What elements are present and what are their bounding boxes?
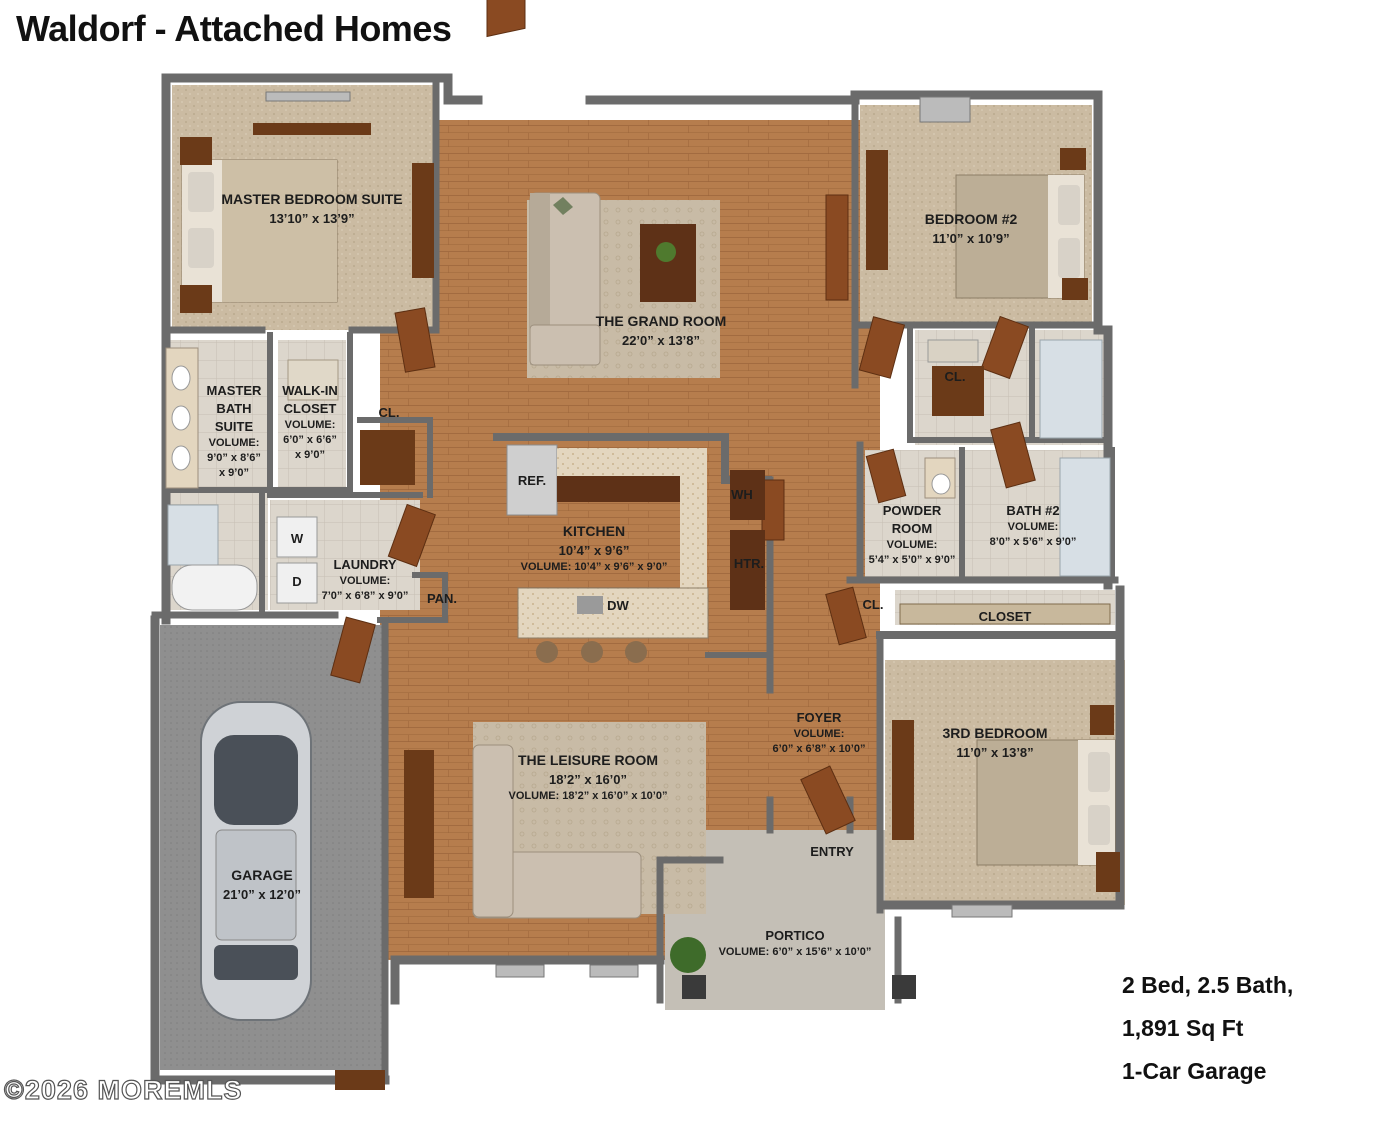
home-summary: 2 Bed, 2.5 Bath, 1,891 Sq Ft 1-Car Garag… [1122, 964, 1293, 1093]
bedroom3-label: 3RD BEDROOM 11’0” x 13’8” [942, 724, 1047, 762]
room-volume: VOLUME: [208, 437, 260, 449]
htr-label: HTR. [733, 556, 765, 571]
furniture [165, 91, 1120, 1090]
room-volume: 9’0” x 8’6” [207, 452, 261, 464]
room-name: MASTER BEDROOM SUITE [221, 191, 403, 207]
room-volume: 8’0” x 5’6” x 9’0” [989, 536, 1077, 548]
room-name: THE GRAND ROOM [595, 313, 727, 329]
bath2-label: BATH #2 VOLUME: 8’0” x 5’6” x 9’0” [990, 502, 1077, 550]
room-dims: 10’4” x 9’6” [558, 543, 630, 558]
room-volume: 5’4” x 5’0” x 9’0” [868, 554, 956, 566]
room-name: THE LEISURE ROOM [517, 752, 658, 768]
foyer-label: FOYER VOLUME: 6’0” x 6’8” x 10’0” [773, 709, 866, 757]
copyright-watermark: ©2026 MOREMLS [3, 1074, 243, 1105]
room-volume: x 9’0” [295, 449, 325, 461]
room-dims: 22’0” x 13’8” [621, 333, 701, 348]
summary-sqft: 1,891 Sq Ft [1122, 1015, 1244, 1041]
room-name-line: ROOM [891, 521, 933, 536]
grand-room-label: THE GRAND ROOM 22’0” x 13’8” [596, 312, 727, 350]
closet-label-3: CL. [862, 597, 884, 612]
room-volume: 6’0” x 6’6” [283, 434, 337, 446]
fridge-label: REF. [517, 473, 547, 488]
room-name-line: POWDER [882, 503, 942, 518]
room-name-line: BATH [216, 401, 252, 416]
room-volume: VOLUME: [284, 419, 336, 431]
room-dims: 11’0” x 13’8” [956, 745, 1034, 760]
room-volume: VOLUME: [339, 575, 391, 587]
room-dims: 21’0” x 12’0” [222, 887, 302, 902]
laundry-label: LAUNDRY VOLUME: 7’0” x 6’8” x 9’0” [322, 556, 409, 604]
room-volume: 6’0” x 6’8” x 10’0” [772, 743, 866, 755]
room-volume: VOLUME: [1007, 521, 1059, 533]
room-dims: 18’2” x 16’0” [548, 772, 628, 787]
bedroom2-label: BEDROOM #2 11’0” x 10’9” [925, 210, 1018, 248]
garage-label: GARAGE 21’0” x 12’0” [223, 866, 301, 904]
closet-label-4: CLOSET [978, 609, 1032, 624]
master-bedroom-label: MASTER BEDROOM SUITE 13’10” x 13’9” [221, 190, 402, 228]
room-dims: 11’0” x 10’9” [932, 231, 1010, 246]
room-volume: VOLUME: 18’2” x 16’0” x 10’0” [508, 790, 668, 802]
room-name: BEDROOM #2 [924, 211, 1018, 227]
room-name: GARAGE [231, 867, 293, 883]
summary-garage: 1-Car Garage [1122, 1058, 1267, 1084]
leisure-room-label: THE LEISURE ROOM 18’2” x 16’0” VOLUME: 1… [509, 751, 668, 804]
closet-label-2: CL. [944, 369, 966, 384]
room-name-line: SUITE [214, 419, 254, 434]
pantry-label: PAN. [426, 591, 458, 606]
room-name-line: WALK-IN [282, 383, 338, 398]
room-volume: VOLUME: 6’0” x 15’6” x 10’0” [718, 946, 872, 958]
room-name: BATH #2 [1006, 503, 1060, 518]
room-volume: VOLUME: [886, 539, 938, 551]
entry-label: ENTRY [810, 844, 854, 859]
room-name: FOYER [796, 710, 842, 725]
dishwasher-label: DW [607, 598, 629, 613]
room-name: PORTICO [765, 928, 825, 943]
powder-room-label: POWDER ROOM VOLUME: 5’4” x 5’0” x 9’0” [869, 502, 956, 568]
room-name: KITCHEN [562, 523, 626, 539]
master-bath-label: MASTER BATH SUITE VOLUME: 9’0” x 8’6” x … [207, 382, 262, 481]
summary-beds-baths: 2 Bed, 2.5 Bath, [1122, 972, 1294, 998]
plan-title: Waldorf - Attached Homes [16, 8, 452, 49]
room-name-line: CLOSET [283, 401, 337, 416]
portico-label: PORTICO VOLUME: 6’0” x 15’6” x 10’0” [719, 927, 872, 960]
room-volume: 7’0” x 6’8” x 9’0” [321, 590, 409, 602]
room-name: LAUNDRY [333, 557, 397, 572]
dryer-label: D [292, 574, 302, 589]
room-name-line: MASTER [206, 383, 262, 398]
room-name: 3RD BEDROOM [942, 725, 1048, 741]
walkin-closet-label: WALK-IN CLOSET VOLUME: 6’0” x 6’6” x 9’0… [282, 382, 338, 463]
washer-label: W [290, 531, 304, 546]
kitchen-label: KITCHEN 10’4” x 9’6” VOLUME: 10’4” x 9’6… [521, 522, 668, 575]
room-dims: 13’10” x 13’9” [269, 211, 355, 226]
room-volume: VOLUME: 10’4” x 9’6” x 9’0” [520, 561, 668, 573]
water-heater-label: WH [731, 487, 753, 502]
room-volume: x 9’0” [219, 467, 249, 479]
room-volume: VOLUME: [793, 728, 845, 740]
closet-label-1: CL. [378, 405, 400, 420]
car [200, 701, 312, 1021]
